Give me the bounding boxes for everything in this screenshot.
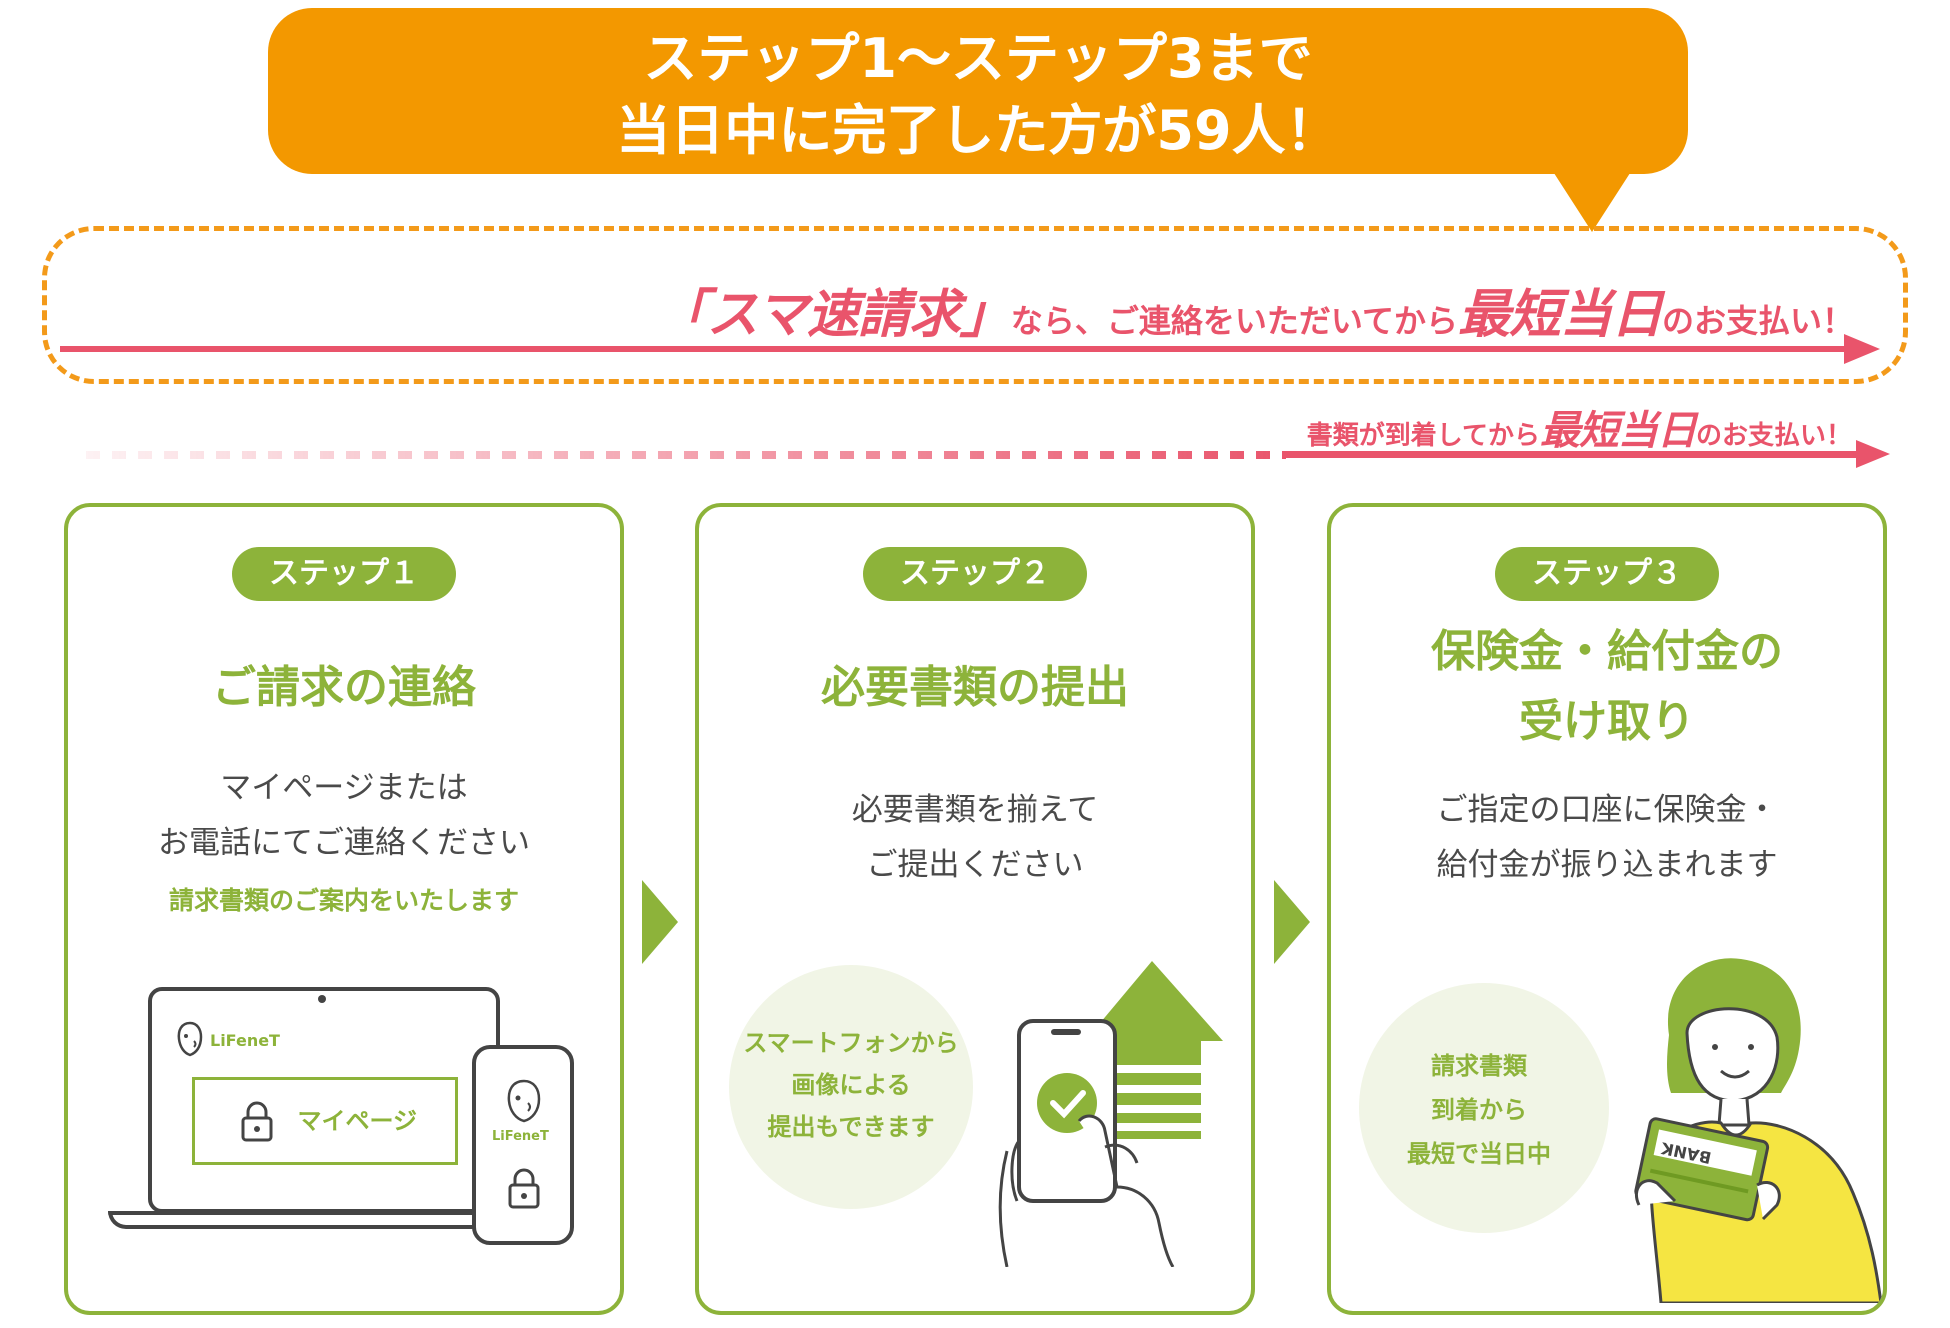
arrival-pre-text: 書類が到着してから xyxy=(1306,421,1540,451)
step-2-badge: ステップ２ xyxy=(863,547,1087,601)
step-1-title: ご請求の連絡 xyxy=(212,662,476,713)
step-2-card: ステップ２ 必要書類の提出 必要書類を揃えて ご提出ください スマートフォンから… xyxy=(695,503,1255,1315)
shortest-same-day: 最短当日 xyxy=(1457,285,1663,345)
mypage-label: マイページ xyxy=(297,1107,417,1135)
step-2-bubble xyxy=(729,965,973,1209)
lifenet-logo-text-phone: LiFeneT xyxy=(492,1129,549,1144)
arrival-payment-text: のお支払い！ xyxy=(1695,421,1852,451)
banner-line-2: 当日中に完了した方が59人！ xyxy=(616,99,1340,162)
lifenet-logo-text: LiFeneT xyxy=(210,1031,280,1050)
step-3-desc-line-2: 給付金が振り込まれます xyxy=(1436,847,1778,883)
smartphone-illustration: LiFeneT xyxy=(472,1045,574,1245)
step-2-bubble-line-2: 画像による xyxy=(791,1071,911,1099)
step-3-bubble-line-3: 最短で当日中 xyxy=(1407,1140,1551,1168)
step-2-desc-line-1: 必要書類を揃えて xyxy=(851,792,1099,828)
lock-icon xyxy=(241,1101,273,1142)
sumasoku-name: 「スマ速請求」 xyxy=(655,285,1011,345)
arrival-arrowhead xyxy=(1856,440,1890,468)
arrival-shortest-same-day: 最短当日 xyxy=(1539,408,1697,454)
step-1-desc-line-2: お電話にてご連絡ください xyxy=(158,825,530,861)
step-2-bubble-line-3: 提出もできます xyxy=(767,1113,935,1141)
laptop-base xyxy=(108,1211,508,1229)
step-3-bubble xyxy=(1359,983,1609,1233)
sumasoku-mid-text: なら、ご連絡をいただいてから xyxy=(1010,302,1458,340)
step-3-card: ステップ３ 保険金・給付金の 受け取り ご指定の口座に保険金・ 給付金が振り込ま… xyxy=(1327,503,1887,1315)
step-1-badge: ステップ１ xyxy=(232,547,456,601)
mypage-button[interactable]: マイページ xyxy=(192,1077,458,1165)
payment-text: のお支払い！ xyxy=(1661,302,1854,340)
step-arrow-2 xyxy=(1274,880,1310,964)
dotted-timeline xyxy=(86,451,1286,459)
arrival-timeline-line xyxy=(1286,451,1862,458)
sumasoku-highlight-box xyxy=(42,226,1908,384)
step-2-title: 必要書類の提出 xyxy=(821,662,1129,713)
banner-tail xyxy=(1552,170,1632,232)
step-3-desc-line-1: ご指定の口座に保険金・ xyxy=(1436,792,1778,828)
step-1-note: 請求書類のご案内をいたします xyxy=(168,886,519,915)
step-1-card: ステップ１ ご請求の連絡 マイページまたは お電話にてご連絡ください 請求書類の… xyxy=(64,503,624,1315)
lock-icon-phone xyxy=(508,1168,540,1209)
document-arrival-message: 書類が到着してから最短当日のお支払い！ xyxy=(1307,398,1852,456)
step-3-title-line-2: 受け取り xyxy=(1519,696,1695,747)
sumasoku-timeline-line xyxy=(60,346,1850,352)
step-3-bubble-line-1: 請求書類 xyxy=(1431,1052,1527,1080)
step-2-desc-line-2: ご提出ください xyxy=(866,847,1084,883)
sumasoku-message: 「スマ速請求」なら、ご連絡をいただいてから最短当日のお支払い！ xyxy=(655,272,1854,347)
sumasoku-arrowhead xyxy=(1844,334,1880,364)
banner-line-1: ステップ1〜ステップ3まで xyxy=(643,27,1313,90)
step-3-badge: ステップ３ xyxy=(1495,547,1719,601)
laptop-illustration: LiFeneT マイページ xyxy=(148,987,500,1213)
lifenet-logo-icon xyxy=(177,1021,203,1057)
upload-arrow-icon xyxy=(1085,961,1223,1041)
upload-phone-illustration xyxy=(998,961,1223,1267)
step-2-bubble-line-1: スマートフォンから xyxy=(743,1029,959,1057)
person-with-bankbook-illustration: BANK xyxy=(1634,958,1883,1303)
headline-banner xyxy=(268,8,1688,174)
step-1-desc-line-1: マイページまたは xyxy=(220,770,468,806)
step-3-title-line-1: 保険金・給付金の xyxy=(1431,626,1783,677)
step-3-bubble-line-2: 到着から xyxy=(1431,1096,1527,1124)
step-arrow-1 xyxy=(642,880,678,964)
lifenet-logo-icon-phone xyxy=(507,1079,541,1123)
